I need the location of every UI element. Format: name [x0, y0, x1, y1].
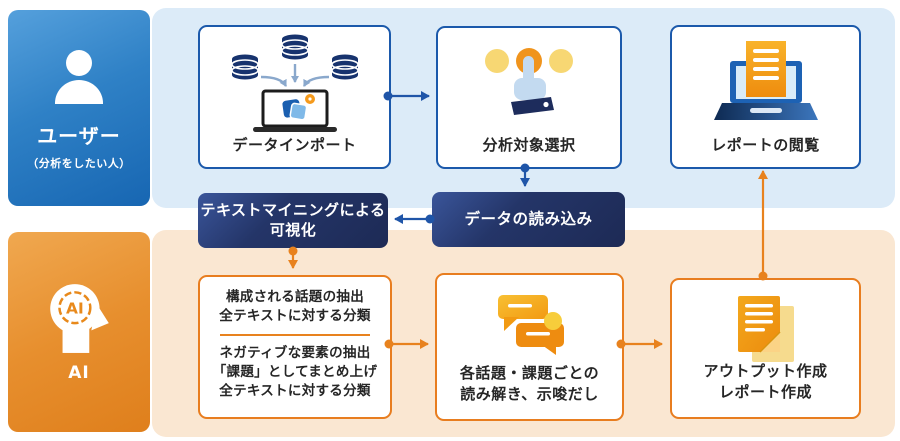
- step-extraction-text: 構成される話題の抽出 全テキストに対する分類 ネガティブな要素の抽出 「課題」と…: [200, 288, 390, 401]
- user-lane-title: ユーザー: [37, 123, 121, 148]
- extraction-line-1: 構成される話題の抽出: [226, 289, 364, 305]
- laptop-report-icon: [713, 41, 818, 120]
- process-data-load: データの読み込み: [432, 192, 625, 247]
- extraction-line-4: 「課題」としてまとめ上げ: [212, 364, 378, 380]
- step-report-view: レポートの閲覧: [670, 25, 861, 169]
- extraction-divider: [220, 334, 370, 336]
- insight-line2: 読み解き、示唆だし: [460, 385, 599, 404]
- user-lane-subtitle: （分析をしたい人）: [27, 156, 131, 170]
- extraction-line-5: 全テキストに対する分類: [219, 383, 371, 399]
- step-output-label: アウトプット作成 レポート作成: [672, 361, 859, 405]
- extraction-line-2: 全テキストに対する分類: [219, 308, 371, 324]
- ai-head-icon: AI: [50, 284, 109, 353]
- hand-tap-icon: [485, 48, 573, 115]
- user-lane-header: ユーザー （分析をしたい人）: [8, 10, 150, 206]
- svg-text:AI: AI: [66, 299, 84, 317]
- process-visualization: テキストマイニングによる 可視化: [198, 193, 388, 248]
- step-report-view-label: レポートの閲覧: [711, 136, 820, 155]
- chat-bubbles-icon: [497, 295, 564, 355]
- extraction-line-3: ネガティブな要素の抽出: [219, 345, 371, 361]
- databases-to-laptop-icon: [230, 34, 359, 132]
- process-visualization-line2: 可視化: [269, 220, 317, 239]
- ai-lane-header: AI AI: [8, 232, 150, 432]
- step-output: アウトプット作成 レポート作成: [670, 278, 861, 419]
- output-line1: アウトプット作成: [703, 361, 828, 380]
- ai-lane-title: AI: [68, 363, 90, 383]
- insight-line1: 各話題・課題ごとの: [459, 363, 600, 382]
- person-icon: [55, 49, 103, 104]
- step-data-import-label: データインポート: [232, 136, 357, 155]
- step-target-select-label: 分析対象選択: [482, 136, 576, 155]
- output-line2: レポート作成: [718, 383, 812, 402]
- step-target-select: 分析対象選択: [436, 26, 622, 169]
- process-data-load-label: データの読み込み: [464, 210, 593, 229]
- step-extraction: 構成される話題の抽出 全テキストに対する分類 ネガティブな要素の抽出 「課題」と…: [198, 275, 392, 419]
- step-data-import: データインポート: [198, 25, 391, 169]
- step-insight-label: 各話題・課題ごとの 読み解き、示唆だし: [437, 363, 622, 407]
- documents-icon: [737, 296, 794, 362]
- process-visualization-line1: テキストマイニングによる: [200, 201, 386, 219]
- step-insight: 各話題・課題ごとの 読み解き、示唆だし: [435, 273, 624, 421]
